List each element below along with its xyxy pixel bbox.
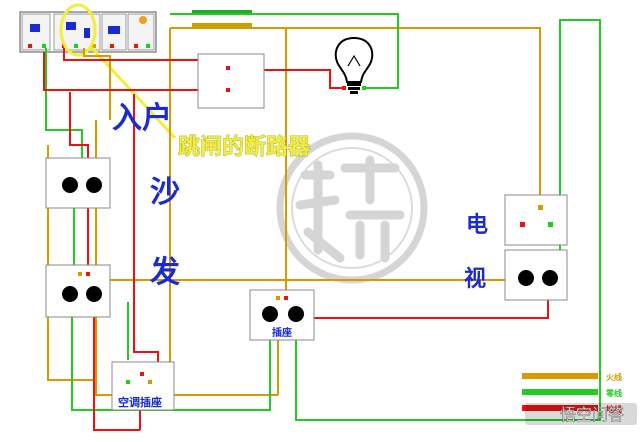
left-socket-lower — [45, 264, 111, 318]
label-tripped-breaker: 跳闸的断路器 — [178, 134, 311, 160]
light-bulb-icon — [334, 36, 374, 94]
left-socket-upper — [45, 157, 111, 209]
legend-swatch-0 — [522, 373, 598, 379]
tripped-breaker-highlight — [59, 3, 97, 57]
label-socket: 插座 — [272, 326, 292, 339]
svg-text:视: 视 — [464, 266, 486, 292]
watermark-badge: 悟空问答 — [525, 403, 637, 425]
legend-label-1: 零线 — [605, 388, 622, 398]
svg-text:沙: 沙 — [150, 175, 180, 210]
incoming-live-bar — [192, 23, 252, 28]
svg-text:电: 电 — [466, 212, 488, 238]
right-socket-upper — [504, 194, 568, 246]
svg-text:悟空问答: 悟空问答 — [560, 405, 624, 424]
middle-socket — [249, 289, 315, 341]
legend-label-0: 火线 — [606, 372, 622, 382]
label-sofa: 沙 发 — [149, 175, 180, 290]
right-socket-lower — [504, 249, 568, 301]
svg-text:发: 发 — [149, 255, 180, 290]
legend-swatch-2 — [522, 405, 598, 411]
incoming-neutral-bar — [192, 10, 252, 15]
label-ac-socket: 空调插座 — [118, 395, 162, 409]
label-incoming: 入户 — [112, 101, 172, 136]
legend-label-2: 地线 — [606, 404, 622, 414]
breaker-panel — [19, 11, 157, 53]
ac-socket — [111, 361, 175, 411]
label-tv: 电 视 — [464, 212, 488, 292]
callout-pointer — [90, 46, 177, 140]
light-switch-box — [197, 53, 265, 109]
legend-swatch-1 — [522, 389, 598, 395]
